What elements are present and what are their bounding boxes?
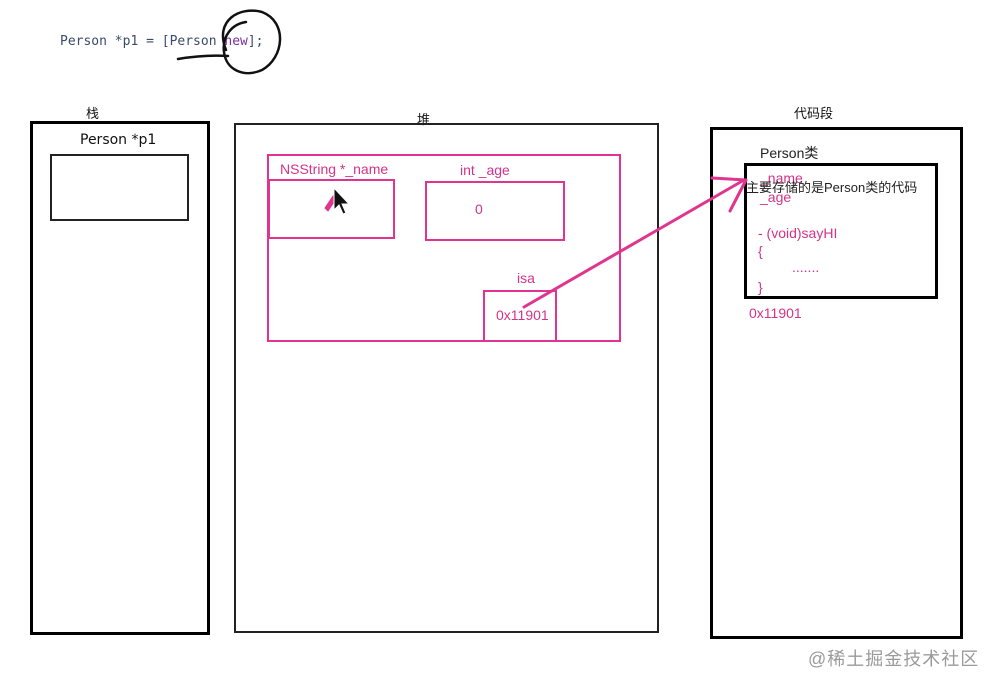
- code-segment-title: 代码段: [794, 107, 834, 122]
- class-method: - (void)sayHI: [758, 225, 838, 241]
- heap-age-cell: [425, 181, 565, 241]
- heap-object-box: [267, 154, 621, 342]
- class-field-name: _name: [760, 170, 803, 186]
- class-content-box: [744, 163, 938, 299]
- heap-name-cell: [268, 179, 395, 239]
- class-field-age: _age: [760, 189, 792, 205]
- hand-drawn-circle: [221, 9, 282, 75]
- heap-isa-cell: [483, 290, 557, 342]
- class-ellipsis: .......: [792, 259, 820, 275]
- isa-arrow-line: [522, 178, 746, 309]
- stack-title: 栈: [86, 107, 100, 122]
- hand-drawn-underline: [176, 54, 230, 61]
- stack-var-label: Person *p1: [80, 132, 157, 148]
- stack-box: [30, 121, 210, 635]
- isa-arrow-head-icon: [710, 176, 748, 213]
- class-brace-close: }: [758, 279, 763, 295]
- heap-isa-value: 0x11901: [496, 307, 549, 323]
- code-segment-box: [710, 127, 963, 639]
- code-part-1: Person *p1 = [Person: [60, 34, 225, 49]
- heap-age-value: 0: [475, 201, 483, 217]
- heap-name-label: NSString *_name: [280, 161, 389, 177]
- watermark: @稀土掘金技术社区: [808, 649, 980, 669]
- cursor-icon: [333, 186, 351, 215]
- heap-box: [234, 123, 659, 633]
- code-line: Person *p1 = [Person new];: [60, 34, 264, 49]
- class-brace-open: {: [758, 243, 763, 259]
- class-label: Person类: [760, 145, 819, 161]
- code-keyword-new: new: [224, 34, 248, 49]
- code-part-2: ];: [247, 34, 264, 49]
- stack-var-cell: [50, 154, 189, 221]
- heap-age-label: int _age: [460, 162, 510, 178]
- class-note: 主要存储的是Person类的代码: [746, 180, 918, 195]
- heap-isa-label: isa: [517, 270, 535, 286]
- class-address: 0x11901: [749, 305, 802, 321]
